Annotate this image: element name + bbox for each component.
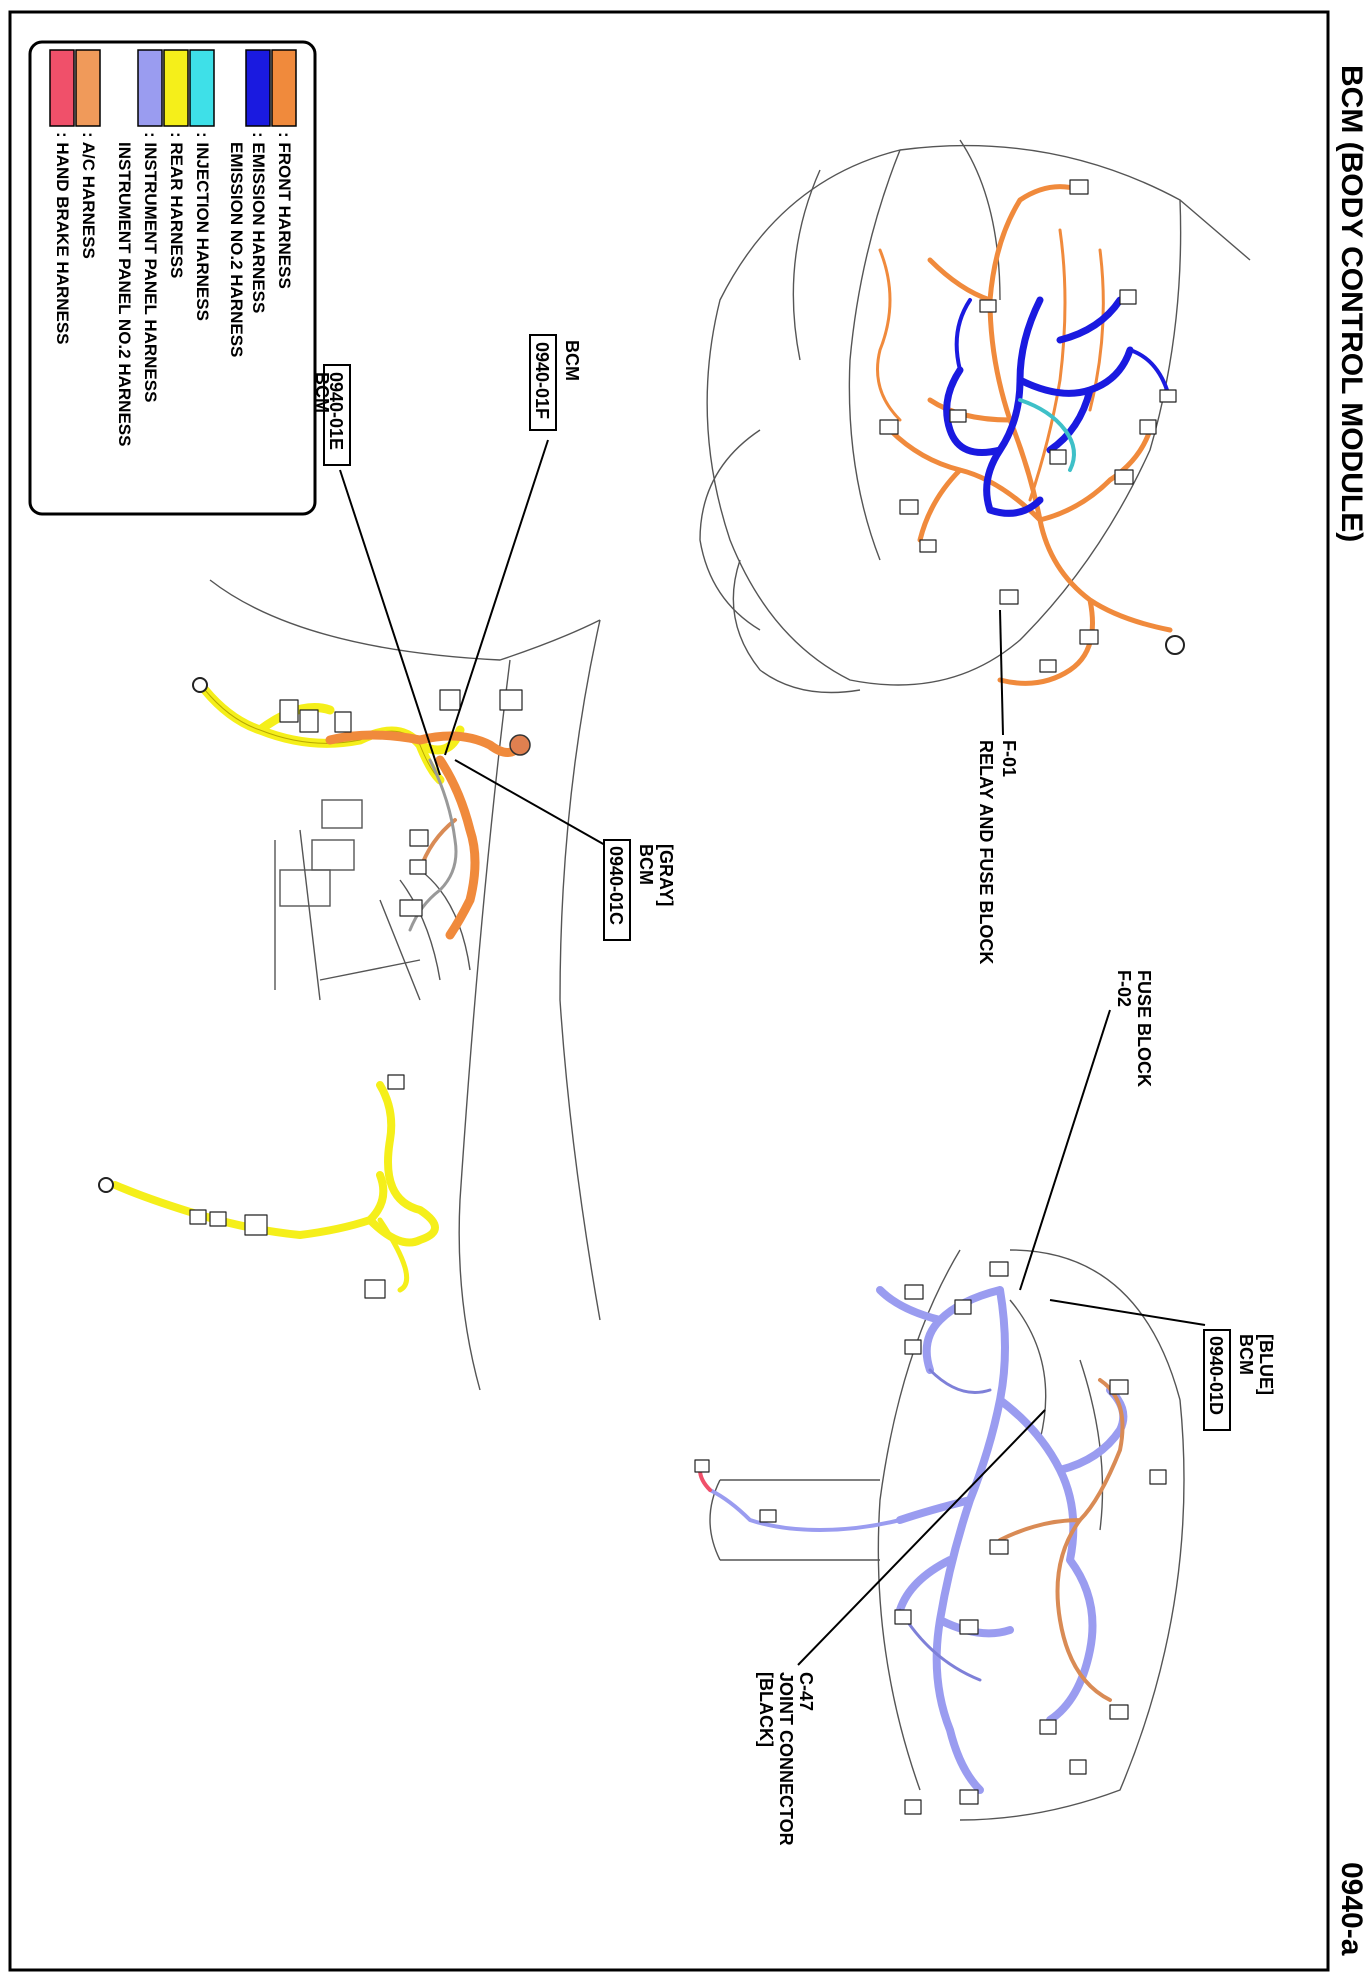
legend-swatch-injection bbox=[189, 49, 215, 127]
legend-label-rear: : REAR HARNESS bbox=[167, 132, 186, 278]
harness-color-legend: : FRONT HARNESS : EMISSION HARNESS EMISS… bbox=[28, 40, 317, 516]
page-frame bbox=[8, 10, 1330, 1972]
f02-description: FUSE BLOCK bbox=[1134, 970, 1154, 1087]
legend-label-emission-no2: EMISSION NO.2 HARNESS bbox=[227, 142, 246, 357]
bcm-0940-01d-color: [BLUE] bbox=[1256, 1334, 1276, 1395]
legend-box bbox=[28, 40, 317, 516]
legend-swatch-rear bbox=[163, 49, 189, 127]
f02-label: F-02 bbox=[1114, 970, 1134, 1007]
bcm-0940-01e-box-label: 0940-01E bbox=[326, 372, 346, 450]
bcm-0940-01d-box-label: 0940-01D bbox=[1206, 1336, 1226, 1415]
engine-bay-harness bbox=[876, 179, 1185, 686]
c47-description: JOINT CONNECTOR bbox=[776, 1672, 796, 1846]
page-code: 0940-a bbox=[1335, 1862, 1368, 1956]
bcm-0940-01c-name: BCM bbox=[636, 844, 656, 885]
bcm-0940-01f-box-label: 0940-01F bbox=[532, 342, 552, 419]
f01-leader-line bbox=[999, 609, 1004, 736]
page-title: BCM (BODY CONTROL MODULE) bbox=[1335, 65, 1368, 542]
f01-description: RELAY AND FUSE BLOCK bbox=[976, 740, 996, 964]
legend-swatch-handbrake bbox=[49, 49, 75, 127]
legend-swatch-instrument bbox=[137, 49, 163, 127]
bcm-0940-01c-color: [GRAY] bbox=[656, 844, 676, 906]
legend-swatch-ac bbox=[75, 49, 101, 127]
f01-label: F-01 bbox=[999, 740, 1019, 777]
callout-0940-01c: 0940-01C [GRAY] BCM bbox=[454, 759, 676, 941]
legend-swatch-front bbox=[271, 49, 297, 127]
legend-label-emission: : EMISSION HARNESS bbox=[249, 132, 268, 313]
legend-label-ac: : A/C HARNESS bbox=[79, 132, 98, 259]
legend-label-handbrake: : HAND BRAKE HARNESS bbox=[53, 132, 72, 345]
legend-label-instrument: : INSTRUMENT PANEL HARNESS bbox=[141, 132, 160, 402]
c47-label: C-47 bbox=[796, 1672, 816, 1711]
legend-label-injection: : INJECTION HARNESS bbox=[193, 132, 212, 321]
instrument-panel-harness bbox=[694, 1261, 1167, 1815]
bcm-0940-01d-name: BCM bbox=[1236, 1334, 1256, 1375]
legend-label-instrument-no2: INSTRUMENT PANEL NO.2 HARNESS bbox=[115, 142, 134, 446]
callout-0940-01f: 0940-01F BCM bbox=[444, 334, 582, 756]
bcm-0940-01c-box-label: 0940-01C bbox=[606, 846, 626, 925]
bcm-0940-01e-bottom-label: BCM bbox=[312, 372, 332, 413]
c47-leader-line bbox=[797, 1409, 1046, 1666]
callout-0940-01e: 0940-01E BCM bbox=[312, 364, 441, 776]
interior-harness bbox=[98, 677, 531, 1299]
c47-color: [BLACK] bbox=[756, 1672, 776, 1747]
callout-0940-01d: 0940-01D [BLUE] BCM bbox=[1049, 1299, 1276, 1431]
legend-label-front: : FRONT HARNESS bbox=[275, 132, 294, 289]
legend-swatch-emission bbox=[245, 49, 271, 127]
f02-leader-line bbox=[1019, 1009, 1111, 1291]
bcm-0940-01f-top-label: BCM bbox=[562, 340, 582, 381]
engine-bay-drawing bbox=[699, 139, 1251, 694]
